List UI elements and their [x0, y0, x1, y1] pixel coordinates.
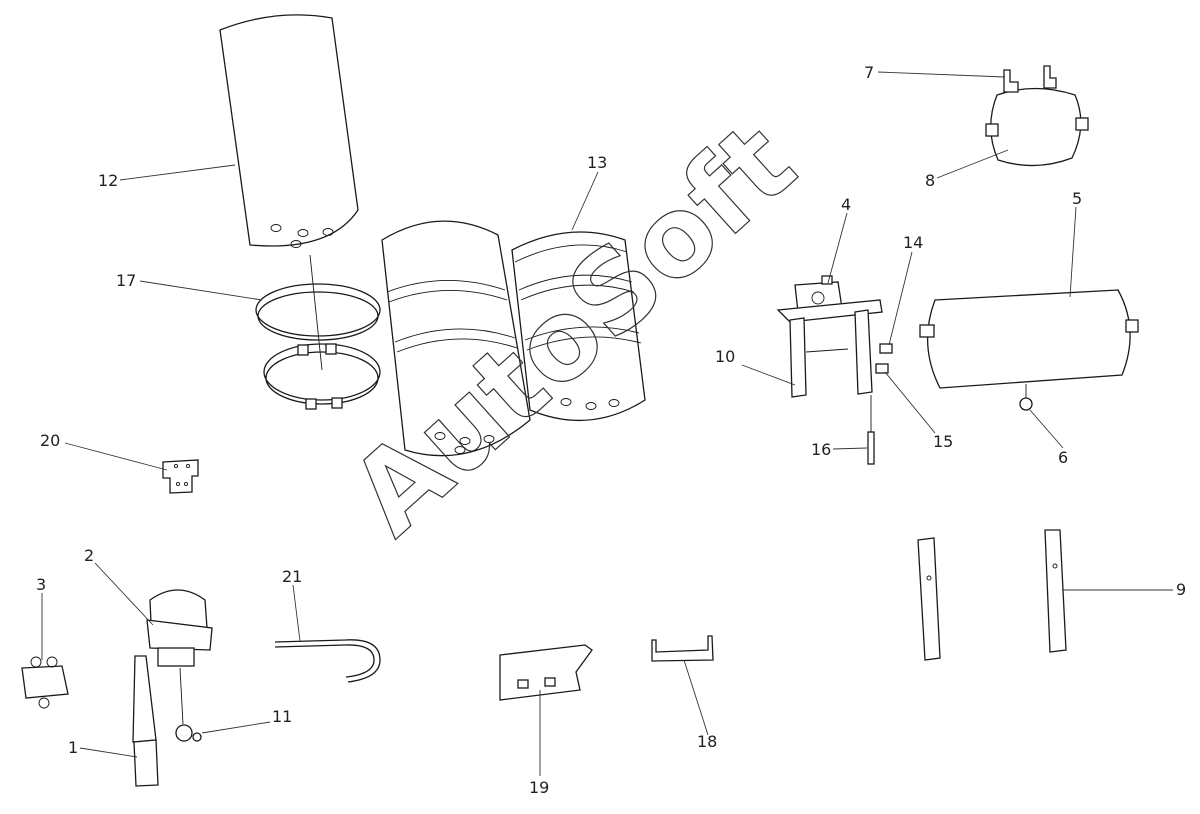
- part-7-bracket: [1003, 65, 1057, 93]
- callout-2: 2: [84, 546, 94, 565]
- callout-17: 17: [116, 271, 136, 290]
- callout-11: 11: [272, 707, 292, 726]
- callout-15: 15: [933, 432, 953, 451]
- part-10-frame-bracket: [776, 299, 883, 398]
- part-17-clamp-straps: [255, 254, 381, 410]
- part-2-cartridge: [146, 589, 213, 667]
- part-16-bolt: [867, 395, 875, 465]
- callout-9: 9: [1176, 580, 1186, 599]
- part-8-small-tank: [985, 87, 1089, 167]
- callout-19: 19: [529, 778, 549, 797]
- part-14-pad: [879, 343, 893, 354]
- callout-20: 20: [40, 431, 60, 450]
- part-21-hook-pipe: [274, 639, 381, 683]
- callout-3: 3: [36, 575, 46, 594]
- part-13-drum: [511, 231, 646, 422]
- part-18-u-bracket: [651, 635, 714, 662]
- callout-14: 14: [903, 233, 923, 252]
- part-1-support: [132, 655, 159, 787]
- part-19-shield: [499, 644, 593, 701]
- callout-4: 4: [841, 195, 851, 214]
- callout-8: 8: [925, 171, 935, 190]
- callout-1: 1: [68, 738, 78, 757]
- part-drum-left: [381, 220, 531, 457]
- callout-10: 10: [715, 347, 735, 366]
- part-5-horizontal-tank: [919, 289, 1139, 389]
- part-3-valve-block: [21, 656, 69, 709]
- part-11-fitting: [175, 667, 202, 742]
- part-20-plate: [162, 459, 199, 494]
- callout-5: 5: [1072, 189, 1082, 208]
- callout-12: 12: [98, 171, 118, 190]
- part-12-tall-tank: [219, 14, 359, 248]
- part-6-drain-valve: [1019, 384, 1033, 411]
- part-9-straps: [917, 529, 1067, 661]
- part-15-pad: [875, 363, 889, 374]
- callout-18: 18: [697, 732, 717, 751]
- callout-labels: 12 17 13 4 5 14 10 15 16 6 7 8 9 20 2 3 …: [36, 63, 1186, 797]
- leader-lines: [41, 71, 1173, 776]
- callout-16: 16: [811, 440, 831, 459]
- callout-6: 6: [1058, 448, 1068, 467]
- callout-7: 7: [864, 63, 874, 82]
- callout-21: 21: [282, 567, 302, 586]
- callout-13: 13: [587, 153, 607, 172]
